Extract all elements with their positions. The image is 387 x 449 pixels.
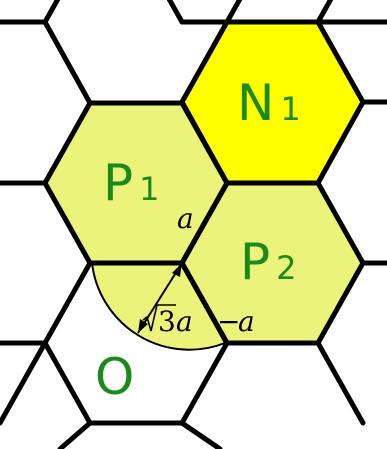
svg-text:a: a: [176, 305, 193, 338]
svg-text:3: 3: [158, 305, 176, 338]
edge-length-label: a: [177, 202, 194, 235]
cell-label-o: O: [95, 348, 134, 406]
cell-label-n1: N 1: [237, 74, 301, 132]
cell-label-p2: P 2: [240, 233, 297, 291]
hex-fill-n1: [182, 22, 363, 183]
hex-fill-p2: [182, 183, 363, 343]
distance-label: 3 a − a: [142, 304, 255, 338]
cell-label-p1: P 1: [103, 154, 160, 212]
svg-text:a: a: [238, 305, 255, 338]
svg-text:−: −: [217, 305, 240, 338]
distance-arrow: [137, 262, 183, 334]
hex-fill-p1: [45, 103, 227, 263]
